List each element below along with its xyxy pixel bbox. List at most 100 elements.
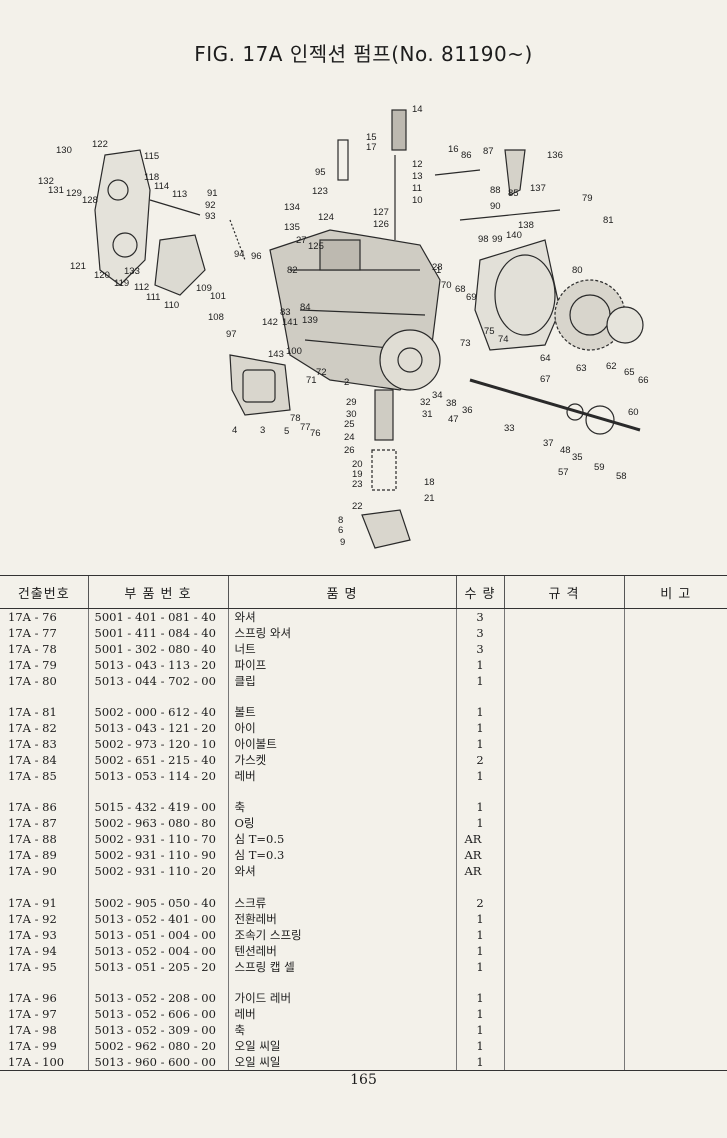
callout: 110 xyxy=(164,300,179,311)
cell-part-no: 5013 - 043 - 121 - 20 xyxy=(87,720,228,737)
callout: 129 xyxy=(66,188,82,199)
cell-part-no: 5001 - 302 - 080 - 40 xyxy=(87,641,228,657)
cell-part-no xyxy=(87,784,228,800)
cell-remarks xyxy=(623,657,727,673)
cell-remarks xyxy=(623,641,727,657)
cell-quantity: 1 xyxy=(455,989,504,1006)
callout: 70 xyxy=(441,280,452,291)
cell-description: 조속기 스프링 xyxy=(227,926,456,943)
callout: 121 xyxy=(70,261,86,272)
cell-description: O링 xyxy=(227,815,456,832)
cell-remarks xyxy=(623,926,727,943)
callout: 16 xyxy=(448,144,459,155)
cell-spec xyxy=(503,1021,624,1038)
cell-description: 너트 xyxy=(227,641,456,657)
cell-spec xyxy=(503,736,624,753)
callout: 6 xyxy=(338,525,343,536)
cell-spec xyxy=(503,799,624,816)
header-part-no: 부 품 번 호 xyxy=(87,575,228,609)
callout: 79 xyxy=(582,193,593,204)
callout: 8 xyxy=(338,515,343,526)
callout: 33 xyxy=(504,423,515,434)
cell-quantity: 1 xyxy=(455,799,504,816)
cell-description xyxy=(227,974,456,990)
callout: 109 xyxy=(196,283,212,294)
cell-quantity xyxy=(455,974,504,990)
callout: 86 xyxy=(461,150,472,161)
cell-quantity: 3 xyxy=(455,625,504,641)
callout: 94 xyxy=(234,249,245,260)
callout: 114 xyxy=(154,181,169,192)
cell-quantity: 1 xyxy=(455,942,504,959)
callout: 21 xyxy=(424,493,435,504)
cell-quantity: 1 xyxy=(455,657,504,673)
cell-ref-no: 17A - 86 xyxy=(8,800,57,815)
cell-remarks xyxy=(623,608,727,625)
cell-description xyxy=(227,784,456,800)
cell-part-no: 5002 - 000 - 612 - 40 xyxy=(87,704,228,721)
callout: 91 xyxy=(207,188,218,199)
cell-part-no: 5013 - 052 - 309 - 00 xyxy=(87,1021,228,1038)
cell-ref-no: 17A - 90 xyxy=(8,864,57,879)
cell-remarks xyxy=(623,910,727,927)
cell-remarks xyxy=(623,704,727,721)
cell-part-no: 5013 - 052 - 004 - 00 xyxy=(87,942,228,959)
callout: 38 xyxy=(446,398,457,409)
cell-spec xyxy=(503,847,624,864)
callout: 135 xyxy=(284,222,300,233)
cell-spec xyxy=(503,1037,624,1054)
table-header-row: 건출번호 부 품 번 호 품 명 수 량 규 격 비 고 xyxy=(0,575,727,609)
callout: 84 xyxy=(300,302,311,313)
cell-spec xyxy=(503,910,624,927)
callout: 95 xyxy=(315,167,326,178)
callout: 115 xyxy=(144,151,159,162)
cell-part-no: 5002 - 963 - 080 - 80 xyxy=(87,815,228,832)
callout: 112 xyxy=(134,282,149,293)
cell-description: 축 xyxy=(227,1021,456,1038)
cell-ref-no: 17A - 97 xyxy=(8,1006,57,1021)
callout: 120 xyxy=(94,270,110,281)
callout: 10 xyxy=(412,195,423,206)
cell-spec xyxy=(503,879,624,895)
callout: 66 xyxy=(638,375,649,386)
callout: 48 xyxy=(560,445,571,456)
callout: 68 xyxy=(455,284,466,295)
cell-ref-no: 17A - 81 xyxy=(8,705,57,720)
cell-quantity: 1 xyxy=(455,768,504,785)
cell-quantity: 2 xyxy=(455,894,504,911)
cell-remarks xyxy=(623,1037,727,1054)
callout: 58 xyxy=(616,471,627,482)
cell-spec xyxy=(503,673,624,689)
cell-ref-no: 17A - 87 xyxy=(8,816,57,831)
spacer-row xyxy=(0,689,727,705)
callout: 63 xyxy=(576,363,587,374)
cell-part-no: 5013 - 960 - 600 - 00 xyxy=(87,1053,228,1071)
cell-spec xyxy=(503,974,624,990)
callout: 32 xyxy=(420,397,431,408)
callout: 18 xyxy=(424,477,435,488)
callout: 133 xyxy=(124,266,140,277)
cell-part-no: 5013 - 051 - 205 - 20 xyxy=(87,958,228,975)
callout: 64 xyxy=(540,353,551,364)
cell-ref-no xyxy=(0,975,88,990)
cell-part-no: 5002 - 931 - 110 - 70 xyxy=(87,831,228,848)
cell-part-no: 5001 - 411 - 084 - 40 xyxy=(87,625,228,641)
cell-quantity: AR xyxy=(455,831,504,848)
cell-description: 심 T=0.5 xyxy=(227,831,456,848)
cell-description: 볼트 xyxy=(227,704,456,721)
header-spec: 규 격 xyxy=(503,575,624,609)
governor-housing xyxy=(154,234,206,296)
cell-quantity: AR xyxy=(455,863,504,880)
cell-quantity: 1 xyxy=(455,736,504,753)
cell-ref-no xyxy=(0,879,88,894)
header-quantity: 수 량 xyxy=(455,575,504,609)
cell-ref-no: 17A - 79 xyxy=(8,658,57,672)
cell-remarks xyxy=(623,720,727,737)
cell-ref-no xyxy=(0,784,88,799)
cell-remarks xyxy=(623,1021,727,1038)
cell-ref-no: 17A - 100 xyxy=(0,1053,88,1071)
cell-part-no: 5013 - 051 - 004 - 00 xyxy=(87,926,228,943)
